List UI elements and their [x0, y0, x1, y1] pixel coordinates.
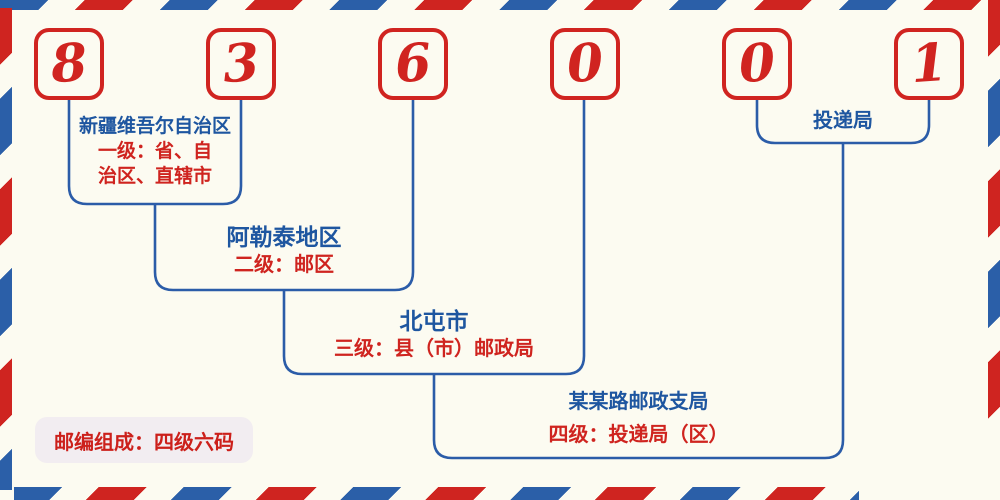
postal-code-composition-badge: 邮编组成：四级六码 — [35, 417, 253, 463]
annotation-level1-label-line1: 一级：省、自 — [97, 141, 212, 162]
postal-code-composition-text: 邮编组成：四级六码 — [54, 431, 234, 454]
digit-box-2: 3 — [206, 28, 276, 100]
digit-2: 3 — [220, 31, 262, 96]
airmail-border-right — [988, 0, 1000, 420]
annotation-level3-name: 北屯市 — [399, 309, 469, 334]
digit-box-6: 1 — [894, 28, 964, 100]
digit-6: 1 — [908, 31, 950, 96]
annotation-level1-label-line2: 治区、直辖市 — [97, 166, 212, 187]
annotation-delivery-office: 投递局 — [757, 107, 929, 135]
airmail-border-left — [0, 8, 12, 490]
annotation-level2-name: 阿勒泰地区 — [226, 225, 342, 250]
annotation-level3: 北屯市 三级：县（市）邮政局 — [284, 307, 584, 363]
digit-box-4: 0 — [550, 28, 620, 100]
digit-4: 0 — [564, 31, 606, 96]
annotation-level4: 某某路邮政支局 四级：投递局（区） — [434, 390, 843, 448]
digit-box-3: 6 — [378, 28, 448, 100]
digit-1: 8 — [48, 31, 90, 96]
annotation-level1: 新疆维吾尔自治区 一级：省、自 治区、直辖市 — [69, 114, 241, 189]
airmail-border-top — [0, 0, 1000, 10]
annotation-level2: 阿勒泰地区 二级：邮区 — [155, 224, 413, 279]
annotation-level4-label: 四级：投递局（区） — [548, 424, 729, 446]
digit-box-5: 0 — [722, 28, 792, 100]
digit-3: 6 — [392, 31, 434, 96]
annotation-level2-label: 二级：邮区 — [234, 254, 334, 276]
airmail-border-bottom — [14, 487, 859, 500]
digit-box-1: 8 — [34, 28, 104, 100]
annotation-level4-name: 某某路邮政支局 — [568, 391, 709, 413]
annotation-level1-name: 新疆维吾尔自治区 — [78, 116, 231, 137]
digit-5: 0 — [736, 31, 778, 96]
annotation-delivery-office-name: 投递局 — [813, 110, 873, 132]
annotation-level3-label: 三级：县（市）邮政局 — [334, 338, 534, 360]
